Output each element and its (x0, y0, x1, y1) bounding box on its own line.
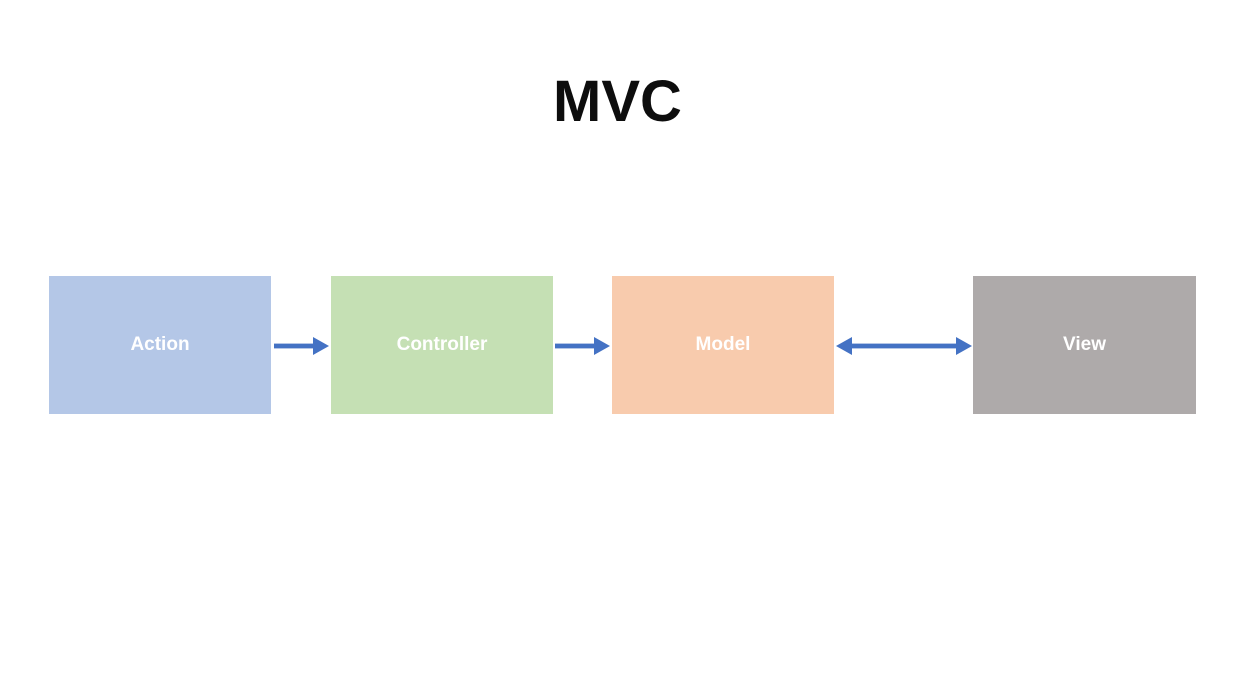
node-controller-label: Controller (396, 334, 488, 355)
right-arrow-icon (274, 337, 329, 355)
node-view-label: View (1063, 334, 1106, 355)
arrow-action-to-controller (274, 337, 329, 355)
node-controller: Controller (331, 276, 553, 414)
node-action-label: Action (130, 334, 190, 355)
arrow-model-view-bidirectional (836, 337, 972, 355)
node-view: View (973, 276, 1196, 414)
node-model-label: Model (695, 334, 751, 355)
right-arrow-icon (555, 337, 610, 355)
diagram-title: MVC (553, 69, 682, 134)
double-arrow-icon (836, 337, 972, 355)
node-model: Model (612, 276, 834, 414)
arrow-controller-to-model (555, 337, 610, 355)
node-action: Action (49, 276, 271, 414)
